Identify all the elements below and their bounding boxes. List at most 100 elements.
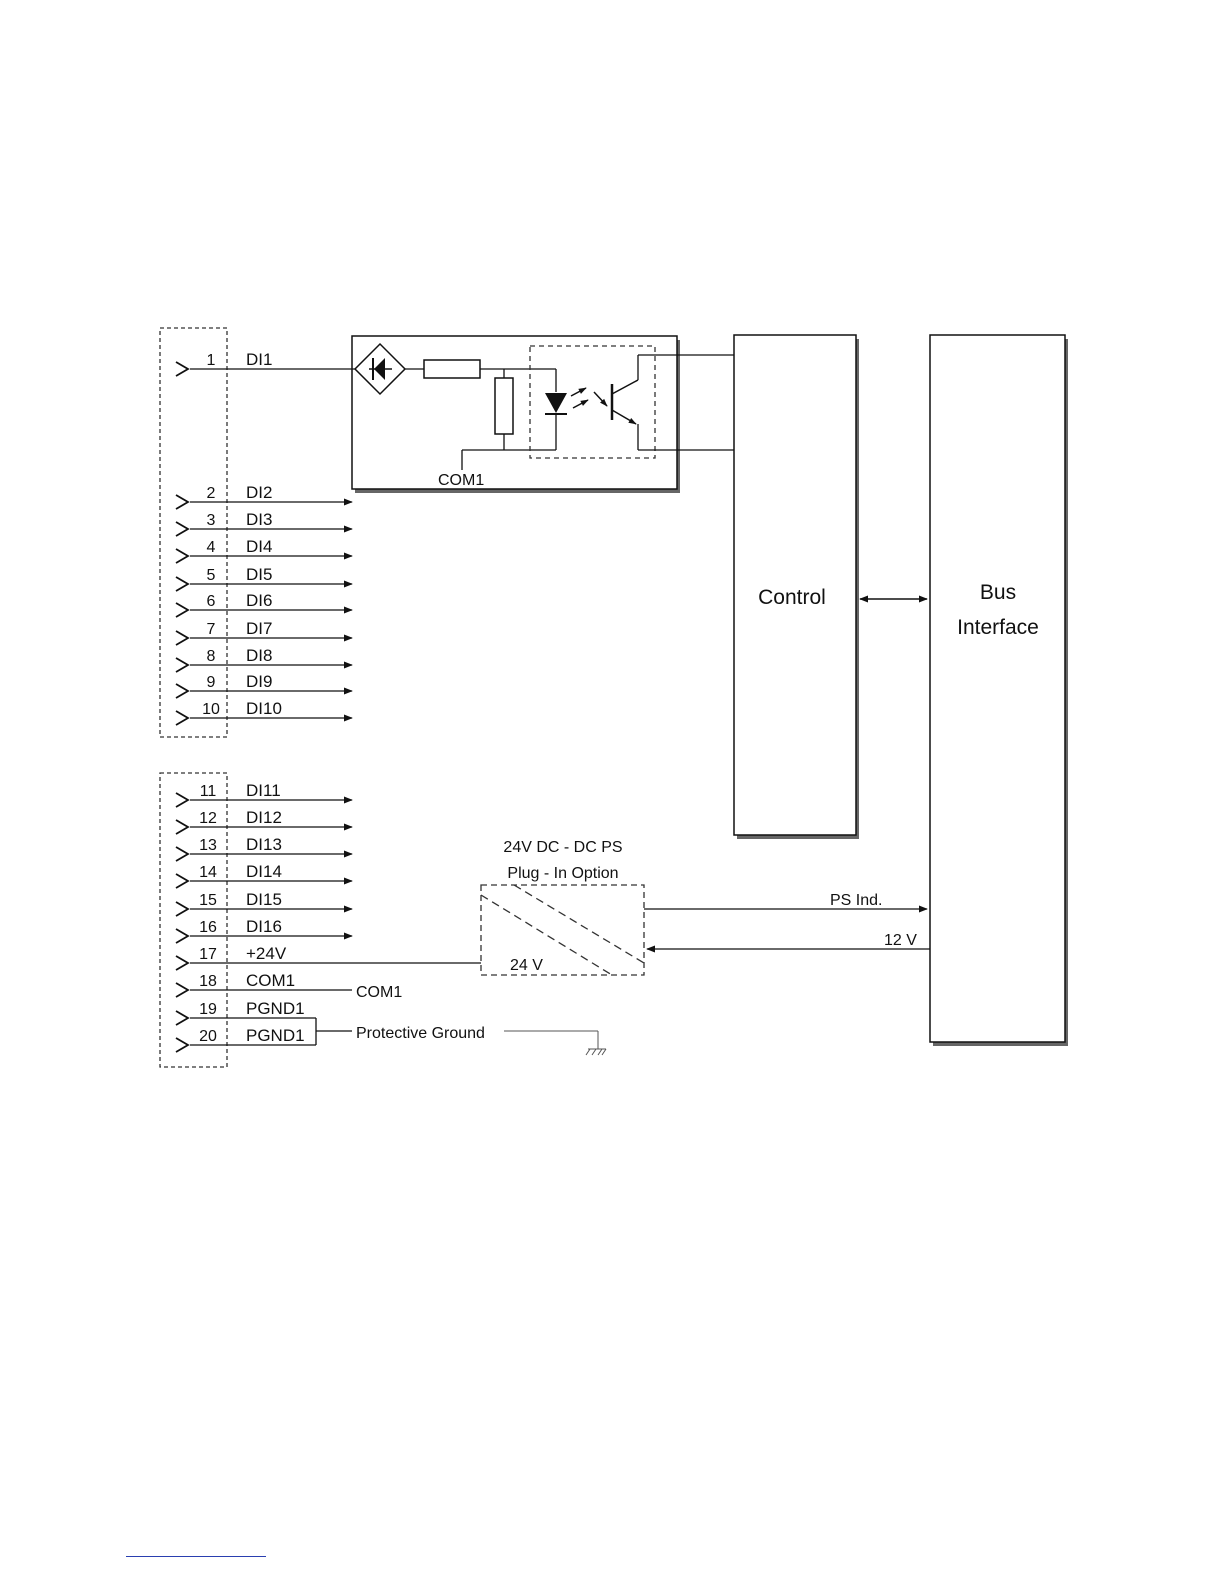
pin-number: 6 [207, 593, 216, 610]
bus-label: Bus [980, 581, 1016, 604]
pins-lower-group: 11 DI11 12 DI12 13 DI13 14 DI14 15 DI15 16 DI16 17 +2… [176, 781, 352, 1052]
pin-chevron-icon [176, 495, 188, 509]
pin-signal: DI7 [246, 619, 272, 638]
bus-interface-block: Bus Interface [930, 335, 1068, 1046]
pin-signal: PGND1 [246, 999, 305, 1018]
pin-signal: +24V [246, 944, 287, 963]
ps-ind-label: PS Ind. [830, 892, 882, 909]
pin-12: 12 DI12 [176, 808, 352, 834]
pin-18: 18 COM1 [176, 971, 295, 997]
pin-20: 20 PGND1 [176, 1026, 305, 1052]
pin-signal: DI6 [246, 591, 272, 610]
pin-signal: DI5 [246, 565, 272, 584]
pin-chevron-icon [176, 820, 188, 834]
pin-number: 12 [199, 810, 217, 827]
pin-signal: DI1 [246, 350, 272, 369]
pin-number: 16 [199, 919, 217, 936]
pin-3: 3 DI3 [176, 510, 352, 536]
pin-5: 5 DI5 [176, 565, 352, 591]
pin-signal: DI2 [246, 483, 272, 502]
pin-chevron-icon [176, 874, 188, 888]
dcdc-power-supply: 24V DC - DC PS Plug - In Option 24 V PS … [481, 839, 930, 975]
pin-signal: DI14 [246, 862, 282, 881]
pin-number: 15 [199, 892, 217, 909]
pin-signal: DI3 [246, 510, 272, 529]
pin-signal: DI16 [246, 917, 282, 936]
pin-signal: DI9 [246, 672, 272, 691]
pin-8: 8 DI8 [176, 646, 352, 672]
pin-number: 3 [207, 512, 216, 529]
pin-15: 15 DI15 [176, 890, 352, 916]
pin-chevron-icon [176, 631, 188, 645]
pin-9: 9 DI9 [176, 672, 352, 698]
com1-wire-label: COM1 [356, 984, 402, 1001]
pin-2: 2 DI2 [176, 483, 352, 509]
ps-title: 24V DC - DC PS [503, 839, 622, 856]
resistor-series-icon [424, 360, 480, 378]
pin-chevron-icon [176, 1038, 188, 1052]
pin-chevron-icon [176, 847, 188, 861]
pin-signal: DI10 [246, 699, 282, 718]
pin-signal: PGND1 [246, 1026, 305, 1045]
pin-number: 2 [207, 485, 216, 502]
pin-6: 6 DI6 [176, 591, 352, 617]
ground-symbol-icon [586, 1049, 606, 1055]
pin-4: 4 DI4 [176, 537, 352, 563]
pin-chevron-icon [176, 522, 188, 536]
pin-signal: DI4 [246, 537, 272, 556]
pin-signal: DI11 [246, 781, 281, 800]
pin-chevron-icon [176, 362, 188, 376]
v12-label: 12 V [884, 932, 917, 949]
pin-number: 14 [199, 864, 217, 881]
pin-11: 11 DI11 [176, 781, 352, 807]
connector-upper [160, 328, 227, 737]
interface-label: Interface [957, 616, 1039, 639]
pin-17: 17 +24V [176, 944, 287, 970]
pin-number: 18 [199, 973, 217, 990]
resistor-shunt-icon [495, 378, 513, 434]
pin-19: 19 PGND1 [176, 999, 305, 1025]
pin-chevron-icon [176, 1011, 188, 1025]
pin-signal: DI15 [246, 890, 282, 909]
pin-signal: COM1 [246, 971, 295, 990]
pin-signal: DI8 [246, 646, 272, 665]
pin-number: 7 [207, 621, 216, 638]
pin-chevron-icon [176, 658, 188, 672]
pin-number: 8 [207, 648, 216, 665]
pin-chevron-icon [176, 603, 188, 617]
pin-16: 16 DI16 [176, 917, 352, 943]
pin-13: 13 DI13 [176, 835, 352, 861]
pin-number: 11 [200, 783, 217, 800]
ps-subtitle: Plug - In Option [507, 865, 618, 882]
com1-circuit-label: COM1 [438, 472, 484, 489]
pin-chevron-icon [176, 902, 188, 916]
pin-number: 19 [199, 1001, 217, 1018]
pin-chevron-icon [176, 577, 188, 591]
pin-number: 13 [199, 837, 217, 854]
pin-number: 17 [199, 946, 217, 963]
pin-7: 7 DI7 [176, 619, 352, 645]
pin-number: 20 [199, 1028, 217, 1045]
pin-chevron-icon [176, 711, 188, 725]
pin-1: 1 DI1 [176, 350, 272, 376]
footer-rule [126, 1556, 266, 1557]
control-label: Control [758, 586, 826, 609]
pin-chevron-icon [176, 956, 188, 970]
pin-chevron-icon [176, 983, 188, 997]
control-block: Control [734, 335, 859, 839]
pin-chevron-icon [176, 929, 188, 943]
pin-signal: DI12 [246, 808, 282, 827]
pin-chevron-icon [176, 793, 188, 807]
connector-lower [160, 773, 227, 1067]
pin-number: 4 [207, 539, 216, 556]
pin-number: 9 [207, 674, 216, 691]
pin-chevron-icon [176, 549, 188, 563]
ps-input-voltage: 24 V [510, 957, 543, 974]
pin-number: 1 [207, 352, 216, 369]
pin-number: 5 [207, 567, 216, 584]
pin-signal: DI13 [246, 835, 282, 854]
pin-14: 14 DI14 [176, 862, 352, 888]
